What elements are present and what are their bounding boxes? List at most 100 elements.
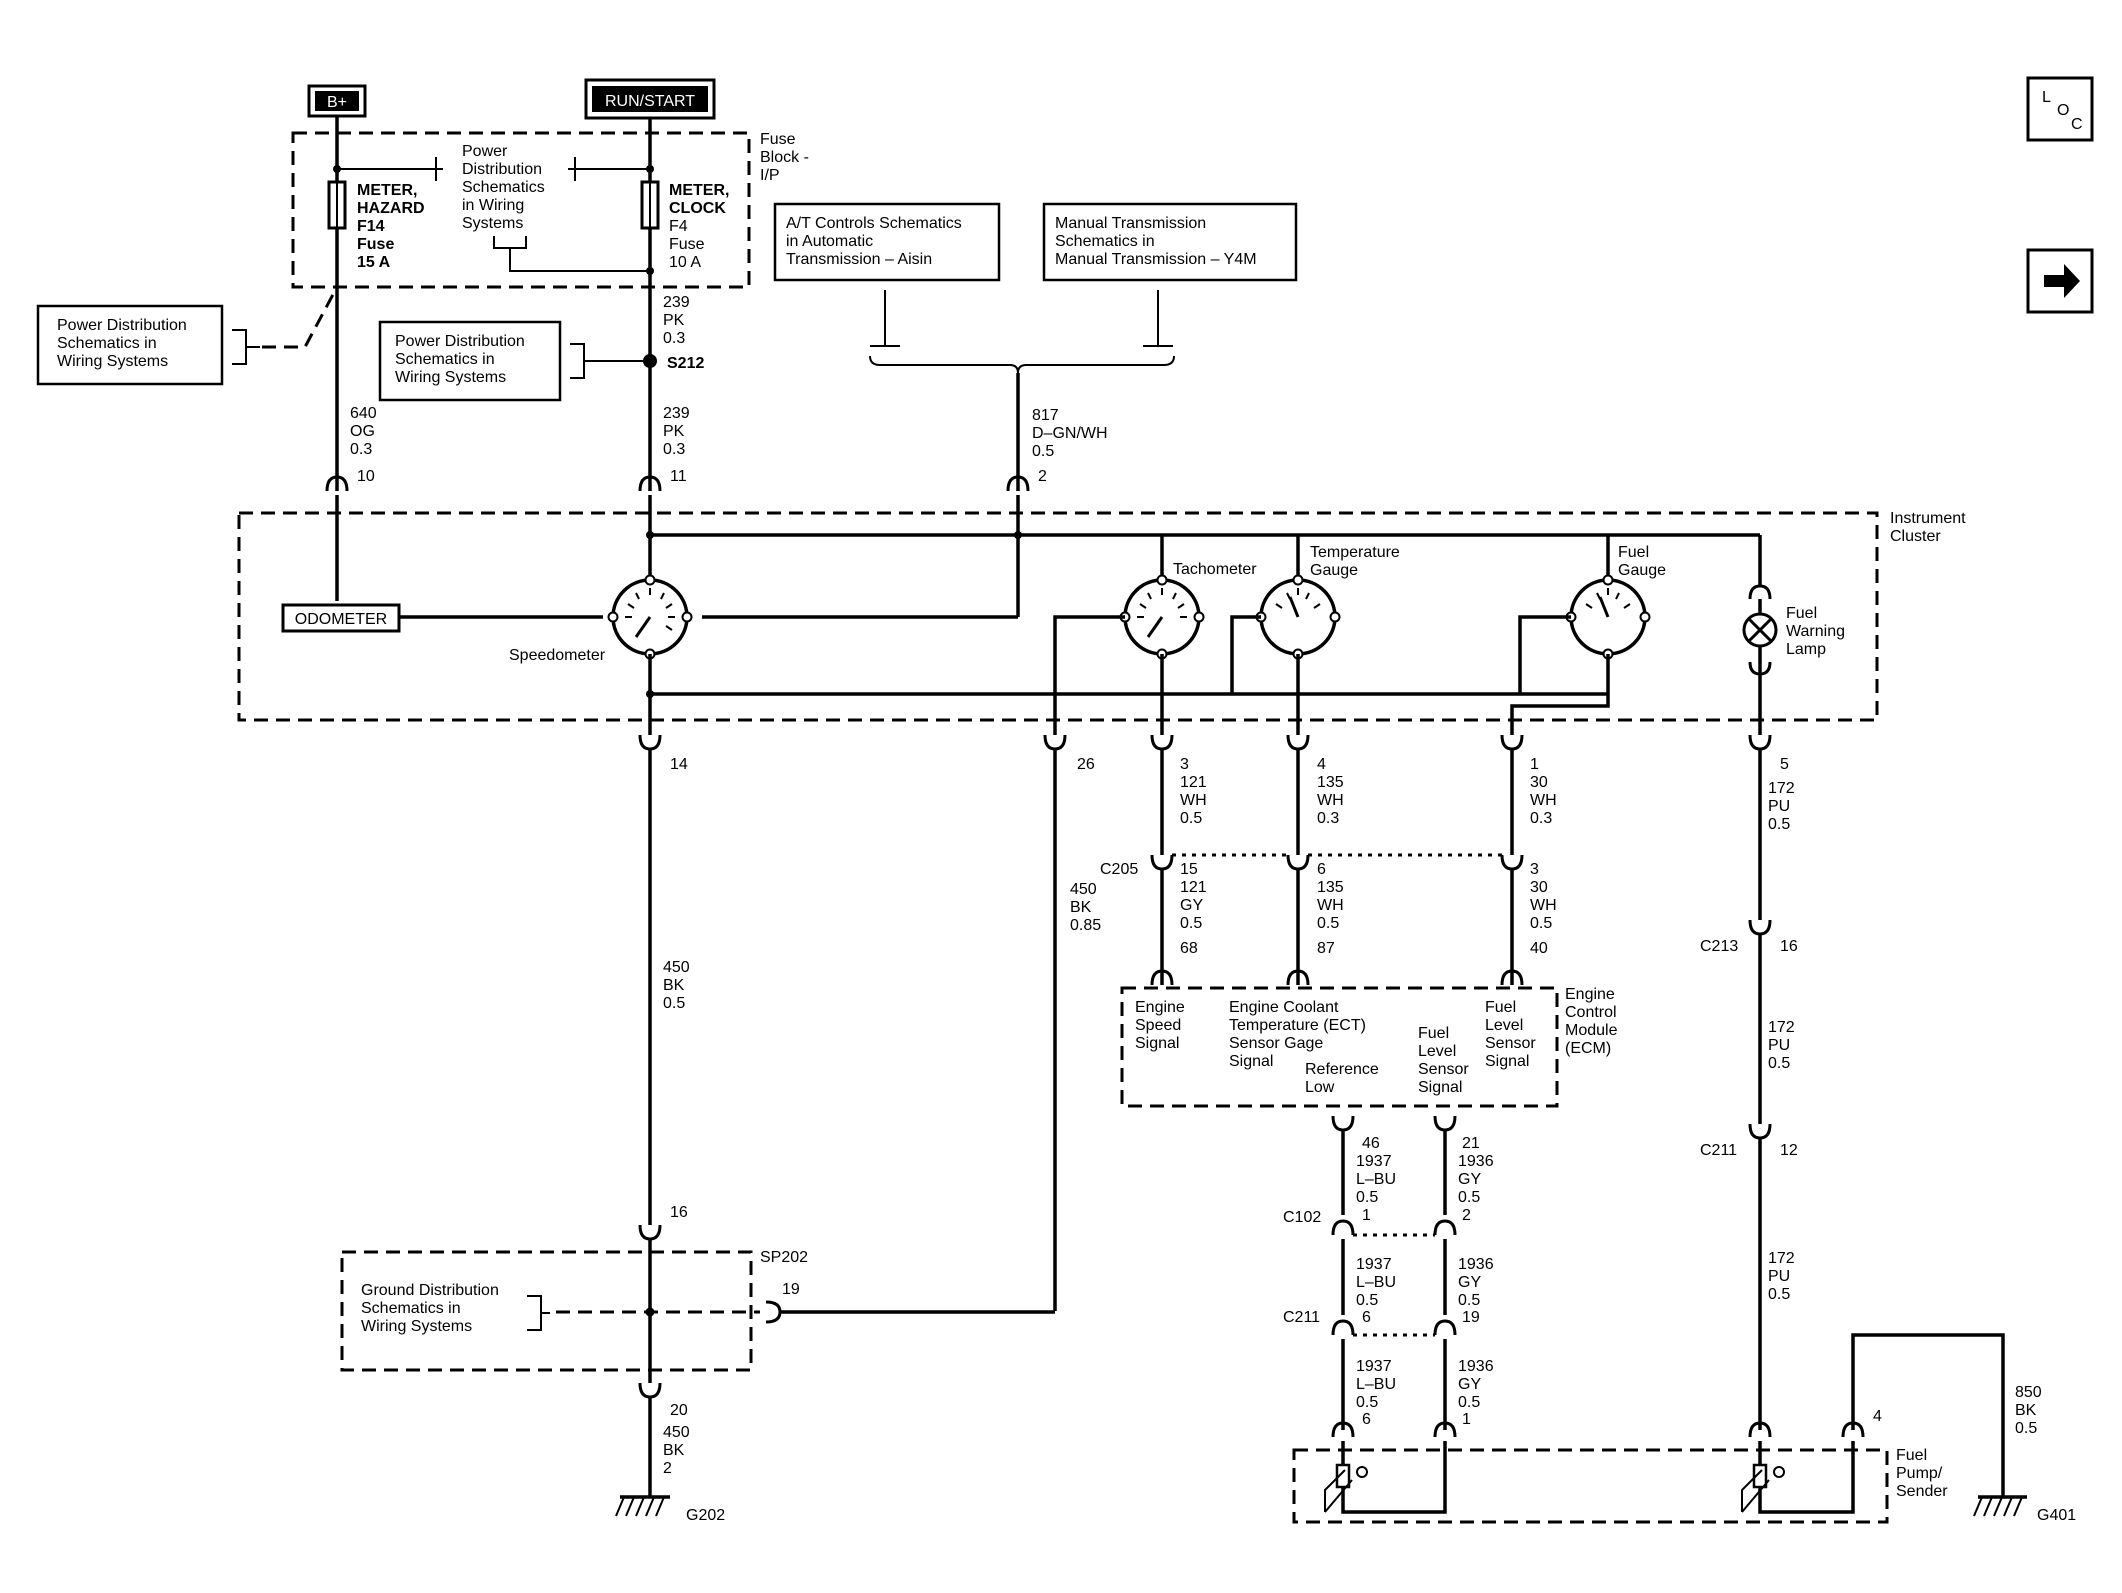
temperature-gauge-label: Temperature Gauge <box>1310 544 1400 579</box>
svg-text:PK: PK <box>663 312 685 329</box>
svg-text:Instrument: Instrument <box>1890 510 1966 527</box>
svg-text:30: 30 <box>1530 879 1548 896</box>
speedometer-gauge <box>607 574 693 660</box>
pin-19b: 19 <box>1462 1309 1480 1326</box>
wire-1936-c: 1936 GY 0.5 <box>1458 1358 1494 1411</box>
svg-text:GY: GY <box>1180 897 1203 914</box>
run-start-source: RUN/START <box>584 78 716 120</box>
ground-g401: G401 <box>2037 1507 2076 1524</box>
pin-87: 87 <box>1317 940 1335 957</box>
svg-text:1936: 1936 <box>1458 1256 1494 1273</box>
svg-text:Signal: Signal <box>1418 1079 1462 1096</box>
loc-button[interactable]: L O C <box>2026 76 2094 142</box>
pin-16a: 16 <box>670 1204 688 1221</box>
svg-text:GY: GY <box>1458 1274 1481 1291</box>
svg-text:ODOMETER: ODOMETER <box>295 611 387 628</box>
svg-text:0.5: 0.5 <box>1317 915 1339 932</box>
fuse-block-box <box>291 131 751 289</box>
svg-text:239: 239 <box>663 405 690 422</box>
wire-817: 817 D–GN/WH 0.5 <box>1032 407 1108 460</box>
svg-text:I/P: I/P <box>760 167 780 184</box>
svg-text:(ECM): (ECM) <box>1565 1040 1611 1057</box>
svg-text:L–BU: L–BU <box>1356 1171 1396 1188</box>
pin-15: 15 <box>1180 861 1198 878</box>
svg-text:Warning: Warning <box>1786 623 1845 640</box>
bplus-label: B+ <box>327 94 347 111</box>
svg-text:BK: BK <box>663 1442 685 1459</box>
svg-text:L: L <box>2042 89 2051 106</box>
svg-text:Sensor: Sensor <box>1418 1061 1469 1078</box>
sp202-box <box>340 1250 753 1372</box>
svg-text:BK: BK <box>663 977 685 994</box>
pin-14: 14 <box>670 756 688 773</box>
tachometer-label: Tachometer <box>1173 561 1257 578</box>
svg-text:30: 30 <box>1530 774 1548 791</box>
svg-text:C: C <box>2071 116 2083 133</box>
wire-239-lower: 239 PK 0.3 <box>663 405 690 458</box>
ecm-reference-low: Reference Low <box>1305 1061 1379 1096</box>
svg-text:Control: Control <box>1565 1004 1617 1021</box>
svg-text:15 A: 15 A <box>357 254 391 271</box>
svg-text:Temperature (ECT): Temperature (ECT) <box>1229 1017 1366 1034</box>
wire-1937-a: 1937 L–BU 0.5 <box>1356 1153 1396 1206</box>
svg-text:Schematics in: Schematics in <box>57 335 157 352</box>
svg-text:Fuel: Fuel <box>1485 999 1516 1016</box>
svg-text:Sensor: Sensor <box>1485 1035 1536 1052</box>
svg-text:in Automatic: in Automatic <box>786 233 873 250</box>
pin-5: 5 <box>1780 756 1789 773</box>
svg-text:PU: PU <box>1768 1037 1790 1054</box>
svg-text:Power: Power <box>462 143 508 160</box>
svg-text:Power Distribution: Power Distribution <box>57 317 187 334</box>
pin-21: 21 <box>1462 1135 1480 1152</box>
right-arrow-icon[interactable] <box>2026 248 2094 314</box>
svg-text:0.5: 0.5 <box>1180 810 1202 827</box>
connector-sp202: SP202 <box>760 1249 808 1266</box>
wire-239-upper: 239 PK 0.3 <box>663 294 690 347</box>
connector-c213: C213 <box>1700 938 1738 955</box>
ecm-box <box>1120 986 1559 1108</box>
pin-68: 68 <box>1180 940 1198 957</box>
svg-text:CLOCK: CLOCK <box>669 200 726 217</box>
svg-text:0.5: 0.5 <box>1530 915 1552 932</box>
pin-4b: 4 <box>1873 1408 1882 1425</box>
svg-text:Module: Module <box>1565 1022 1618 1039</box>
pin-4: 4 <box>1317 756 1326 773</box>
fuse-block-label: Fuse Block - I/P <box>760 131 809 184</box>
svg-text:2: 2 <box>663 1460 672 1477</box>
svg-text:Level: Level <box>1485 1017 1523 1034</box>
svg-text:Wiring Systems: Wiring Systems <box>361 1318 472 1335</box>
svg-text:0.5: 0.5 <box>1356 1292 1378 1309</box>
svg-text:0.5: 0.5 <box>1458 1292 1480 1309</box>
pd-ref-middle <box>378 320 562 402</box>
svg-text:0.5: 0.5 <box>1768 816 1790 833</box>
svg-text:Ground Distribution: Ground Distribution <box>361 1282 499 1299</box>
svg-text:0.5: 0.5 <box>1458 1394 1480 1411</box>
splice-s212 <box>643 354 657 368</box>
pin-19a: 19 <box>782 1281 800 1298</box>
fuel-gauge-label: Fuel Gauge <box>1618 544 1666 579</box>
svg-text:METER,: METER, <box>669 182 729 199</box>
svg-text:Signal: Signal <box>1229 1053 1273 1070</box>
svg-text:Signal: Signal <box>1485 1053 1529 1070</box>
svg-text:0.5: 0.5 <box>1768 1055 1790 1072</box>
ecm-fuel-level-signal-a: Fuel Level Sensor Signal <box>1418 1025 1469 1096</box>
wire-135-lower: 135 WH 0.5 <box>1317 879 1344 932</box>
temperature-gauge <box>1255 574 1341 660</box>
ground-dist-ref: Ground Distribution Schematics in Wiring… <box>361 1282 499 1335</box>
svg-text:0.85: 0.85 <box>1070 917 1101 934</box>
svg-text:450: 450 <box>1070 881 1097 898</box>
svg-text:450: 450 <box>663 959 690 976</box>
svg-text:Sensor Gage: Sensor Gage <box>1229 1035 1323 1052</box>
svg-text:0.3: 0.3 <box>350 441 372 458</box>
svg-text:F14: F14 <box>357 218 385 235</box>
svg-text:172: 172 <box>1768 1250 1795 1267</box>
connector-c102: C102 <box>1283 1209 1321 1226</box>
wire-121-lower: 121 GY 0.5 <box>1180 879 1207 932</box>
svg-text:Manual Transmission – Y4M: Manual Transmission – Y4M <box>1055 251 1257 268</box>
ground-g202-icon <box>615 1495 670 1517</box>
wire-121-upper: 121 WH 0.5 <box>1180 774 1207 827</box>
svg-text:121: 121 <box>1180 774 1207 791</box>
svg-text:Fuel: Fuel <box>1786 605 1817 622</box>
fuel-gauge <box>1565 574 1651 660</box>
